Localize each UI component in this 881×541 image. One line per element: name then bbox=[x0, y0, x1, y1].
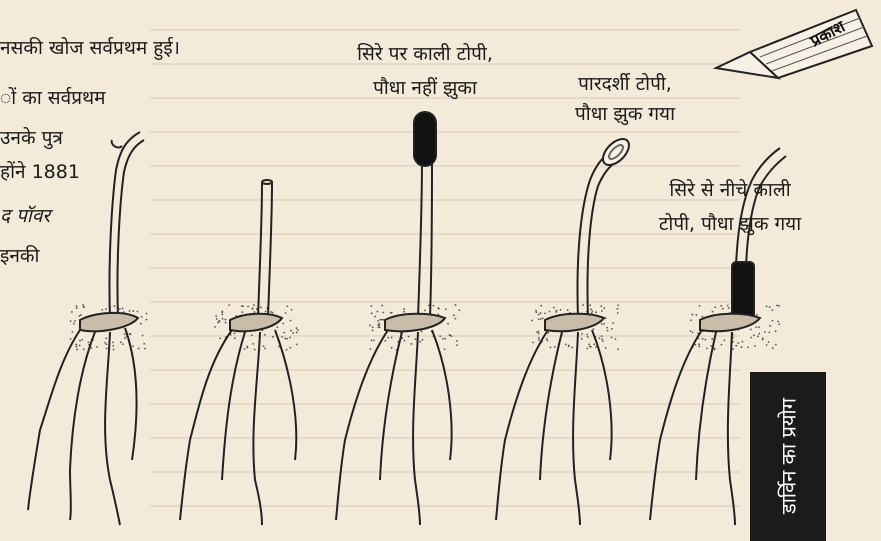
caption-black-tip-cap: सिरे पर काली टोपी, पौधा नहीं झुका bbox=[330, 40, 520, 102]
intro-text-line-2: ों का सर्वप्रथम bbox=[0, 84, 106, 112]
caption-transparent-cap-line-1: पारदर्शी टोपी, bbox=[545, 70, 705, 98]
seedling-1-bent bbox=[28, 132, 144, 525]
caption-lower-black-sleeve: सिरे से नीचे काली टोपी, पौधा झुक गया bbox=[630, 176, 830, 238]
caption-black-tip-cap-line-1: सिरे पर काली टोपी, bbox=[330, 40, 520, 68]
caption-black-tip-cap-line-2: पौधा नहीं झुका bbox=[330, 74, 520, 102]
side-tab-title: डार्विन का प्रयोग bbox=[775, 398, 802, 514]
light-arrow bbox=[716, 10, 872, 78]
side-tab: डार्विन का प्रयोग bbox=[750, 372, 826, 541]
caption-transparent-cap-line-2: पौधा झुक गया bbox=[545, 100, 705, 128]
seedling-2-tip-removed bbox=[180, 180, 296, 525]
seedling-3-black-tip-cap bbox=[336, 112, 452, 525]
caption-lower-black-sleeve-line-1: सिरे से नीचे काली bbox=[630, 176, 830, 204]
intro-text-line-5: द पॉवर bbox=[0, 202, 50, 230]
seedling-4-transparent-cap bbox=[496, 134, 634, 525]
intro-text-line-1: नसकी खोज सर्वप्रथम हुई। bbox=[0, 34, 180, 62]
intro-text-line-6: इनकी bbox=[0, 242, 39, 270]
caption-transparent-cap: पारदर्शी टोपी, पौधा झुक गया bbox=[545, 70, 705, 128]
caption-lower-black-sleeve-line-2: टोपी, पौधा झुक गया bbox=[630, 210, 830, 238]
intro-text-line-3: उनके पुत्र bbox=[0, 124, 63, 152]
intro-text-line-4: होंने 1881 bbox=[0, 158, 80, 186]
